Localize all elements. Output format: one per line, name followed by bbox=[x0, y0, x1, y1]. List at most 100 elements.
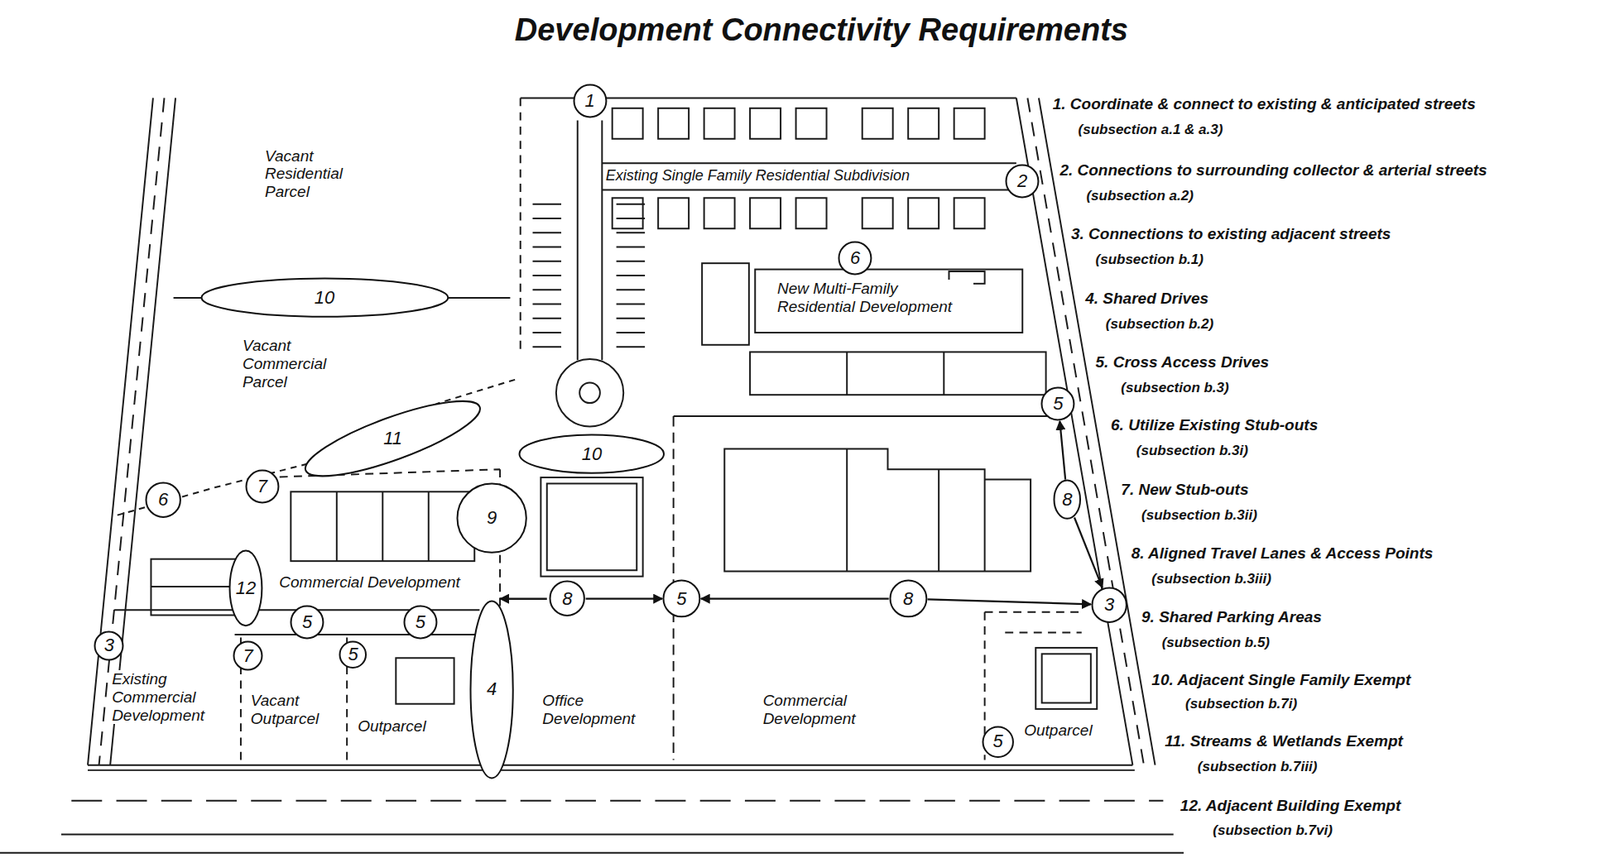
area-label: Outparcel bbox=[1022, 721, 1094, 740]
callout-number: 5 bbox=[415, 612, 426, 633]
callout-text: 11 bbox=[383, 428, 403, 449]
travel-lane-arrow bbox=[1059, 421, 1066, 481]
callout-text: 8 bbox=[562, 589, 572, 610]
outparcel-building bbox=[395, 658, 454, 704]
legend-subsection: (subsection b.3ii) bbox=[1139, 507, 1259, 524]
callout-circle: 1 bbox=[572, 83, 608, 119]
callout-ellipse bbox=[234, 642, 263, 671]
callout-number: 10 bbox=[314, 288, 335, 308]
apartment-building bbox=[754, 269, 1023, 333]
legend-subsection: (subsection b.7iii) bbox=[1196, 759, 1320, 776]
callout-ellipse bbox=[550, 581, 585, 616]
callout-circle: 5 bbox=[662, 579, 702, 619]
legend-item: 5. Cross Access Drives bbox=[1094, 353, 1271, 372]
callout-ellipse bbox=[982, 726, 1013, 757]
callout-number: 8 bbox=[562, 589, 572, 610]
callout-ellipse bbox=[95, 631, 124, 660]
legend-item: 8. Aligned Travel Lanes & Access Points bbox=[1129, 544, 1436, 563]
callout-text: 7 bbox=[242, 646, 253, 667]
area-label: Vacant Outparcel bbox=[249, 691, 336, 729]
callout-text: 3 bbox=[104, 635, 115, 656]
legend-item: 2. Connections to surrounding collector … bbox=[1057, 161, 1489, 180]
callout-circle: 8 bbox=[888, 579, 928, 619]
travel-lane-arrow bbox=[499, 598, 548, 601]
apartment-building bbox=[701, 263, 750, 346]
callout-circle: 5 bbox=[338, 640, 368, 670]
callout-text: 8 bbox=[1061, 490, 1072, 510]
apartment-building bbox=[749, 351, 1047, 395]
legend-subsection: (subsection b.3iii) bbox=[1149, 571, 1274, 588]
callout-circle: 3 bbox=[1090, 586, 1128, 624]
callout-number: 4 bbox=[486, 679, 497, 700]
legend-subsection: (subsection a.1 & a.3) bbox=[1076, 121, 1226, 139]
road-edge bbox=[0, 765, 1184, 854]
cul-de-sac-island bbox=[579, 382, 601, 404]
callout-circle: 10 bbox=[200, 277, 450, 318]
callout-ellipse bbox=[201, 278, 448, 318]
callout-circle: 5 bbox=[289, 605, 325, 640]
callout-number: 6 bbox=[158, 490, 169, 510]
callout-number: 7 bbox=[257, 476, 268, 497]
callout-text: 1 bbox=[584, 91, 595, 111]
callout-ellipse bbox=[839, 241, 872, 274]
callout-ellipse bbox=[889, 581, 927, 618]
callout-number: 9 bbox=[486, 508, 497, 529]
travel-lane-arrow bbox=[701, 598, 889, 601]
callout-ellipse bbox=[146, 482, 181, 517]
legend-subsection: (subsection a.2) bbox=[1084, 187, 1195, 205]
callout-number: 7 bbox=[242, 646, 253, 667]
callout-ellipse bbox=[403, 606, 437, 640]
callout-circle: 7 bbox=[245, 469, 280, 505]
area-label: New Multi-Family Residential Development bbox=[775, 279, 974, 317]
callout-text: 7 bbox=[257, 476, 268, 497]
legend-subsection: (subsection b.1) bbox=[1094, 251, 1206, 269]
cul-de-sac-road bbox=[577, 120, 603, 361]
outparcel-building bbox=[1035, 648, 1097, 710]
callout-text: 5 bbox=[676, 589, 687, 610]
callout-number: 6 bbox=[850, 248, 861, 269]
callout-circle: 6 bbox=[837, 240, 873, 276]
parcel-line bbox=[519, 97, 522, 352]
legend-subsection: (subsection b.3) bbox=[1119, 379, 1231, 397]
parking-stalls bbox=[533, 204, 646, 348]
callout-number: 10 bbox=[581, 443, 602, 464]
travel-lane-arrow bbox=[586, 598, 663, 601]
callout-number: 5 bbox=[993, 731, 1004, 752]
callout-circle: 3 bbox=[93, 630, 125, 662]
legend-item: 3. Connections to existing adjacent stre… bbox=[1069, 225, 1393, 244]
legend-subsection: (subsection b.7i) bbox=[1183, 696, 1299, 713]
callout-circle: 10 bbox=[518, 433, 666, 475]
callout-circle: 6 bbox=[144, 481, 182, 519]
callout-circle: 8 bbox=[1052, 479, 1082, 520]
callout-ellipse bbox=[340, 642, 367, 669]
callout-text: 5 bbox=[993, 731, 1004, 752]
area-label: Commercial Development bbox=[277, 573, 462, 592]
callout-text: 10 bbox=[314, 288, 335, 308]
legend-subsection: (subsection b.3i) bbox=[1134, 442, 1250, 460]
travel-lane-arrow bbox=[1074, 517, 1103, 588]
callout-number: 3 bbox=[104, 635, 115, 656]
callout-circle: 7 bbox=[232, 640, 264, 672]
callout-circle: 12 bbox=[228, 549, 264, 628]
building-divider bbox=[336, 491, 429, 562]
callout-ellipse bbox=[1091, 587, 1126, 622]
callout-circle: 5 bbox=[1040, 386, 1076, 422]
callout-text: 3 bbox=[1104, 595, 1115, 616]
callout-text: 12 bbox=[235, 578, 256, 599]
callout-text: 8 bbox=[903, 589, 913, 610]
callout-text: 5 bbox=[415, 612, 426, 633]
callout-ellipse bbox=[1042, 388, 1075, 421]
legend-subsection: (subsection b.5) bbox=[1160, 634, 1272, 652]
cul-de-sac bbox=[556, 359, 624, 427]
callout-ellipse bbox=[230, 551, 263, 627]
callout-text: 2 bbox=[1017, 171, 1028, 192]
callout-circle: 2 bbox=[1004, 163, 1040, 199]
legend-item: 6. Utilize Existing Stub-outs bbox=[1109, 416, 1320, 435]
legend-item: 7. New Stub-outs bbox=[1119, 480, 1250, 500]
callout-text: 5 bbox=[1052, 393, 1063, 414]
callout-number: 2 bbox=[1017, 171, 1028, 192]
area-label: Commercial Development bbox=[761, 691, 873, 729]
outparcel-building bbox=[1042, 653, 1091, 703]
